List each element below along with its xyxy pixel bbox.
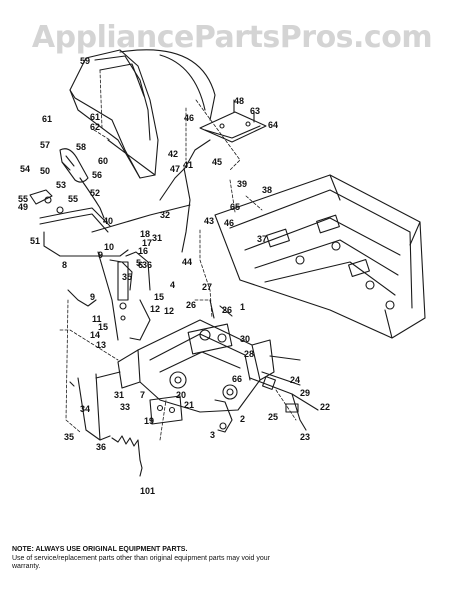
callout-34: 34 <box>80 404 90 414</box>
callout-56: 56 <box>92 170 102 180</box>
callout-40: 40 <box>103 216 113 226</box>
callout-46: 46 <box>184 113 194 123</box>
callout-3: 3 <box>210 430 215 440</box>
callout-19: 19 <box>144 416 154 426</box>
callout-41: 41 <box>183 160 193 170</box>
callout-6: 6 <box>138 260 143 270</box>
brake-linkage <box>67 251 151 341</box>
callout-13: 13 <box>96 340 106 350</box>
rod-linkage-right <box>249 371 319 431</box>
callout-57: 57 <box>40 140 50 150</box>
rod-40 <box>91 204 191 233</box>
callout-64: 64 <box>268 120 278 130</box>
callout-26: 26 <box>186 300 196 310</box>
callout-16: 16 <box>138 246 148 256</box>
callout-50: 50 <box>40 166 50 176</box>
callout-55: 55 <box>18 194 28 204</box>
callout-22: 22 <box>320 402 330 412</box>
callout-44: 44 <box>182 257 192 267</box>
fender-assembly <box>69 49 216 179</box>
callout-36: 36 <box>142 260 152 270</box>
callout-29: 29 <box>300 388 310 398</box>
callout-20: 20 <box>176 390 186 400</box>
callout-33: 33 <box>120 402 130 412</box>
callout-36: 36 <box>96 442 106 452</box>
note-title: NOTE: ALWAYS USE ORIGINAL EQUIPMENT PART… <box>12 546 188 553</box>
callout-1: 1 <box>240 302 245 312</box>
callout-12: 12 <box>164 306 174 316</box>
callout-27: 27 <box>202 282 212 292</box>
spring-101 <box>111 435 143 477</box>
callout-25: 25 <box>268 412 278 422</box>
callout-52: 52 <box>90 188 100 198</box>
callout-35: 35 <box>64 432 74 442</box>
callout-58: 58 <box>76 142 86 152</box>
callout-12: 12 <box>150 304 160 314</box>
callout-55: 55 <box>68 194 78 204</box>
callout-4: 4 <box>170 280 175 290</box>
callout-9: 9 <box>90 292 95 302</box>
callout-32: 32 <box>160 210 170 220</box>
callout-35: 35 <box>122 272 132 282</box>
bracket-19-21 <box>149 395 183 425</box>
callout-49: 49 <box>18 202 28 212</box>
callout-66: 66 <box>232 374 242 384</box>
callout-21: 21 <box>184 400 194 410</box>
callout-9: 9 <box>98 250 103 260</box>
callout-63: 63 <box>250 106 260 116</box>
callout-39: 39 <box>237 179 247 189</box>
callout-47: 47 <box>170 164 180 174</box>
callout-101: 101 <box>140 486 155 496</box>
note-body: Use of service/replacement parts other t… <box>12 554 270 571</box>
callout-54: 54 <box>20 164 30 174</box>
callout-26: 26 <box>222 305 232 315</box>
callout-30: 30 <box>240 334 250 344</box>
callout-11: 11 <box>92 314 102 324</box>
callout-60: 60 <box>98 156 108 166</box>
callout-53: 53 <box>56 180 66 190</box>
callout-42: 42 <box>168 149 178 159</box>
callout-17: 17 <box>142 238 152 248</box>
lever-34 <box>77 377 111 441</box>
callout-31: 31 <box>152 233 162 243</box>
callout-24: 24 <box>290 375 300 385</box>
callout-15: 15 <box>98 322 108 332</box>
callout-48: 48 <box>234 96 244 106</box>
callout-62: 62 <box>90 122 100 132</box>
callout-14: 14 <box>90 330 100 340</box>
callout-61: 61 <box>90 112 100 122</box>
linkage-left <box>29 189 129 257</box>
callout-46: 46 <box>224 218 234 228</box>
callout-28: 28 <box>244 349 254 359</box>
callout-51: 51 <box>30 236 40 246</box>
shift-lever-handle <box>59 148 105 219</box>
callout-65: 65 <box>230 202 240 212</box>
callout-15: 15 <box>154 292 164 302</box>
callout-2: 2 <box>240 414 245 424</box>
callout-31: 31 <box>114 390 124 400</box>
callout-18: 18 <box>140 229 150 239</box>
callout-59: 59 <box>80 56 90 66</box>
parts-note: NOTE: ALWAYS USE ORIGINAL EQUIPMENT PART… <box>12 546 272 572</box>
callout-10: 10 <box>104 242 114 252</box>
callout-5: 5 <box>136 258 141 268</box>
callout-7: 7 <box>140 390 145 400</box>
frame-assembly <box>214 174 426 339</box>
callout-8: 8 <box>62 260 67 270</box>
callout-45: 45 <box>212 157 222 167</box>
callout-37: 37 <box>257 234 267 244</box>
callout-23: 23 <box>300 432 310 442</box>
control-rod <box>159 139 211 201</box>
callout-43: 43 <box>204 216 214 226</box>
transaxle <box>95 299 301 413</box>
callout-38: 38 <box>262 185 272 195</box>
bracket-assembly <box>199 99 267 143</box>
callout-61: 61 <box>42 114 52 124</box>
